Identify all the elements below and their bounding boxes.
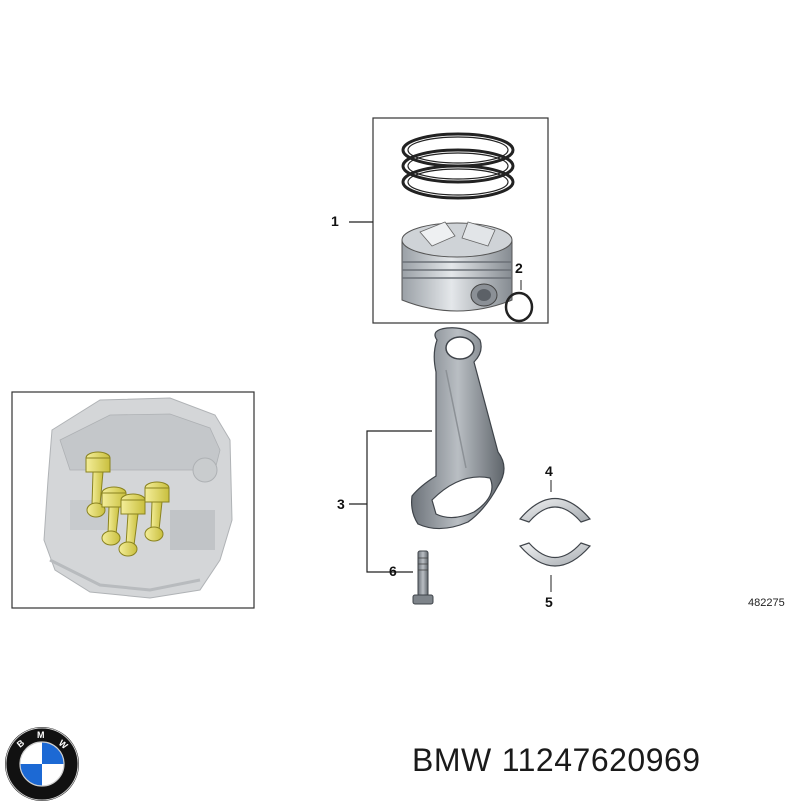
logo-letter-m: M (37, 730, 45, 740)
callout-1: 1 (331, 213, 339, 229)
diagram-reference-number: 482275 (748, 597, 785, 609)
brand-name: BMW (412, 742, 492, 778)
callout-6: 6 (389, 563, 397, 579)
callout-5: 5 (545, 594, 553, 610)
callout-2: 2 (515, 260, 523, 276)
rod-bolt (412, 550, 434, 605)
leader-3-6 (349, 430, 432, 573)
piston (401, 221, 513, 312)
circlip (504, 280, 534, 323)
bmw-logo-icon: B M W (5, 727, 79, 801)
highlighted-pistons (85, 451, 170, 557)
piston-rings (401, 132, 515, 200)
connecting-rod (411, 327, 505, 530)
callout-3: 3 (337, 496, 345, 512)
logo-letter-b: B (15, 737, 27, 749)
bearing-shells (518, 480, 592, 592)
part-number: 11247620969 (501, 742, 701, 778)
callout-4: 4 (545, 463, 553, 479)
